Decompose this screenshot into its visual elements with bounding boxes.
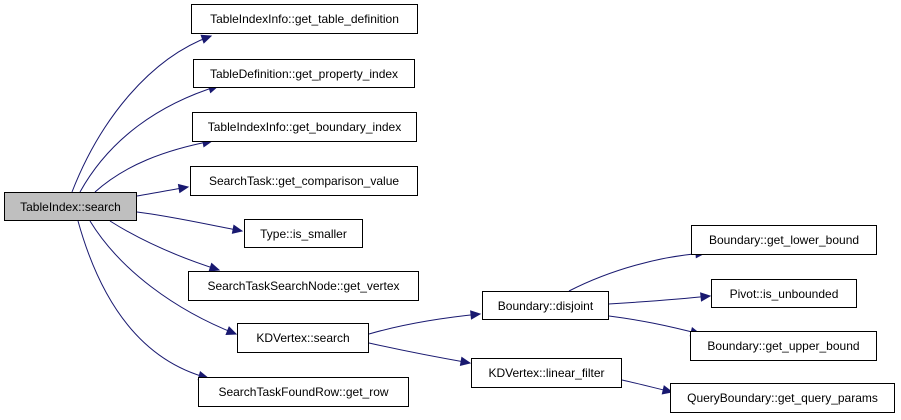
node-type-is-smaller[interactable]: Type::is_smaller (244, 219, 363, 248)
node-kdvertex-linear-filter[interactable]: KDVertex::linear_filter (471, 358, 622, 388)
edge-line (89, 220, 237, 335)
edge-line (94, 140, 213, 193)
edge-n0-n4 (136, 183, 190, 197)
arrowhead-icon (470, 310, 482, 320)
edge-n9-n11 (568, 248, 707, 292)
arrowhead-icon (700, 292, 712, 302)
arrowhead-icon (225, 326, 238, 335)
arrowhead-icon (208, 262, 221, 272)
edge-line (608, 315, 701, 335)
edge-n7-n9 (368, 310, 482, 335)
arrowhead-icon (200, 34, 213, 44)
edge-line (71, 35, 212, 193)
edge-n10-n14 (621, 379, 674, 395)
edge-n0-n6 (109, 220, 221, 272)
arrowhead-icon (661, 385, 674, 395)
node-boundary-disjoint[interactable]: Boundary::disjoint (482, 291, 609, 320)
edge-line (568, 252, 706, 292)
node-tableindex-search: TableIndex::search (4, 192, 137, 221)
node-kdvertex-search[interactable]: KDVertex::search (237, 323, 369, 353)
edge-line (79, 85, 219, 193)
node-searchtasksearchnode-get-vertex[interactable]: SearchTaskSearchNode::get_vertex (188, 271, 419, 301)
edge-n0-n5 (136, 211, 244, 234)
edge-line (136, 211, 243, 232)
arrowhead-icon (459, 356, 472, 367)
node-tableindexinfo-get-table-definition[interactable]: TableIndexInfo::get_table_definition (191, 4, 418, 34)
arrowhead-icon (177, 183, 190, 194)
edge-n7-n10 (368, 342, 472, 367)
node-tableindexinfo-get-boundary-index[interactable]: TableIndexInfo::get_boundary_index (192, 112, 417, 142)
node-tabledefinition-get-property-index[interactable]: TableDefinition::get_property_index (193, 59, 415, 88)
node-queryboundary-get-query-params[interactable]: QueryBoundary::get_query_params (670, 383, 895, 413)
arrowhead-icon (231, 224, 244, 234)
node-searchtask-get-comparison-value[interactable]: SearchTask::get_comparison_value (190, 166, 418, 196)
edge-line (368, 313, 481, 335)
edge-line (109, 220, 220, 271)
edge-n9-n12 (608, 292, 712, 305)
edge-n0-n7 (89, 220, 238, 335)
node-boundary-get-upper-bound[interactable]: Boundary::get_upper_bound (690, 331, 877, 361)
edge-line (77, 220, 209, 379)
edge-line (368, 342, 471, 364)
edge-line (608, 295, 711, 305)
edge-n9-n13 (608, 315, 702, 337)
node-boundary-get-lower-bound[interactable]: Boundary::get_lower_bound (691, 225, 877, 255)
edge-n0-n1 (71, 34, 213, 193)
node-searchtaskfoundrow-get-row[interactable]: SearchTaskFoundRow::get_row (198, 377, 409, 407)
node-pivot-is-unbounded[interactable]: Pivot::is_unbounded (711, 279, 857, 308)
